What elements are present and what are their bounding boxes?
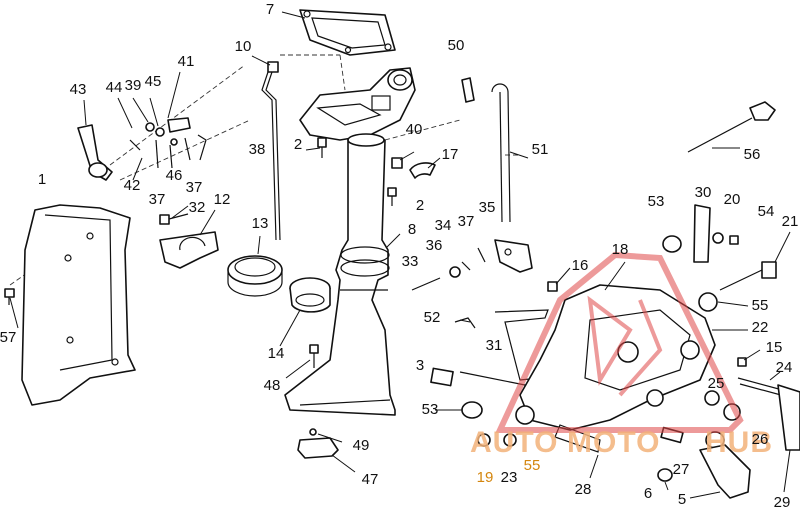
label-2b: 2 (416, 197, 424, 214)
bracket-hardware-right (547, 204, 777, 312)
label-33: 33 (402, 253, 419, 270)
label-52: 52 (424, 309, 441, 326)
part-rods-38 (261, 61, 281, 241)
label-50: 50 (448, 37, 465, 54)
label-51: 51 (532, 141, 549, 158)
part-lever-43 (77, 124, 113, 181)
label-27: 27 (673, 461, 690, 478)
part-bolt-48 (309, 344, 319, 368)
part-clip-17 (391, 157, 436, 179)
label-14: 14 (268, 345, 285, 362)
label-44: 44 (106, 79, 123, 96)
label-22: 22 (752, 319, 769, 336)
part-grommet-13 (227, 255, 283, 297)
label-16: 16 (572, 257, 589, 274)
watermark-text-moto: MOTO (567, 426, 660, 459)
label-6: 6 (644, 485, 652, 502)
part-bolt-32 (159, 213, 189, 225)
label-15: 15 (766, 339, 783, 356)
label-35: 35 (479, 199, 496, 216)
label-3: 3 (416, 357, 424, 374)
label-55b: 55 (524, 457, 541, 474)
label-29: 29 (774, 494, 791, 510)
label-42: 42 (124, 177, 141, 194)
label-17: 17 (442, 146, 459, 163)
part-cover-1 (21, 204, 136, 406)
label-23: 23 (501, 469, 518, 486)
label-32: 32 (189, 199, 206, 216)
part-screw-2 (317, 137, 397, 206)
label-10: 10 (235, 38, 252, 55)
label-48: 48 (264, 377, 281, 394)
label-34: 34 (435, 217, 452, 234)
part-bracket-12 (159, 231, 219, 269)
label-47: 47 (362, 471, 379, 488)
label-26: 26 (752, 431, 769, 448)
label-45: 45 (145, 73, 162, 90)
label-54: 54 (758, 203, 775, 220)
label-2a: 2 (294, 136, 302, 153)
label-8: 8 (408, 221, 416, 238)
part-dipstick-56 (687, 101, 776, 153)
label-37c: 37 (458, 213, 475, 230)
label-25: 25 (708, 375, 725, 392)
small-hardware-upper-left (129, 117, 207, 169)
label-37b: 37 (149, 191, 166, 208)
part-plate-47 (297, 428, 339, 459)
label-41: 41 (178, 53, 195, 70)
label-46: 46 (166, 167, 183, 184)
label-57: 57 (0, 329, 16, 346)
part-exhaust-housing-top (299, 67, 416, 141)
shift-linkage-parts (411, 239, 533, 291)
part-screw-57 (4, 288, 15, 305)
watermark-text-hub: HUB (705, 426, 773, 459)
watermark-text-auto: AUTO (470, 426, 558, 459)
label-49: 49 (353, 437, 370, 454)
label-39: 39 (125, 77, 142, 94)
part-hose-51 (461, 77, 511, 223)
label-12: 12 (214, 191, 231, 208)
label-13: 13 (252, 215, 269, 232)
part-seal-14 (289, 277, 331, 313)
label-7: 7 (266, 1, 274, 18)
label-20: 20 (724, 191, 741, 208)
label-leaders (9, 11, 791, 499)
label-18: 18 (612, 241, 629, 258)
label-40: 40 (406, 121, 423, 138)
label-53b: 53 (422, 401, 439, 418)
label-30: 30 (695, 184, 712, 201)
label-37a: 37 (186, 179, 203, 196)
part-driveshaft-housing-8 (284, 133, 396, 416)
label-5: 5 (678, 491, 686, 508)
label-1: 1 (38, 171, 46, 188)
watermark-logo (495, 251, 744, 433)
label-21: 21 (782, 213, 799, 230)
label-56: 56 (744, 146, 761, 163)
label-19: 19 (477, 469, 494, 486)
part-gasket-7 (299, 9, 396, 56)
label-24: 24 (776, 359, 793, 376)
label-36: 36 (426, 237, 443, 254)
part-swivel-bracket-22 (515, 284, 716, 431)
label-31: 31 (486, 337, 503, 354)
label-43: 43 (70, 81, 87, 98)
label-55a: 55 (752, 297, 769, 314)
label-38: 38 (249, 141, 266, 158)
label-53a: 53 (648, 193, 665, 210)
label-28: 28 (575, 481, 592, 498)
